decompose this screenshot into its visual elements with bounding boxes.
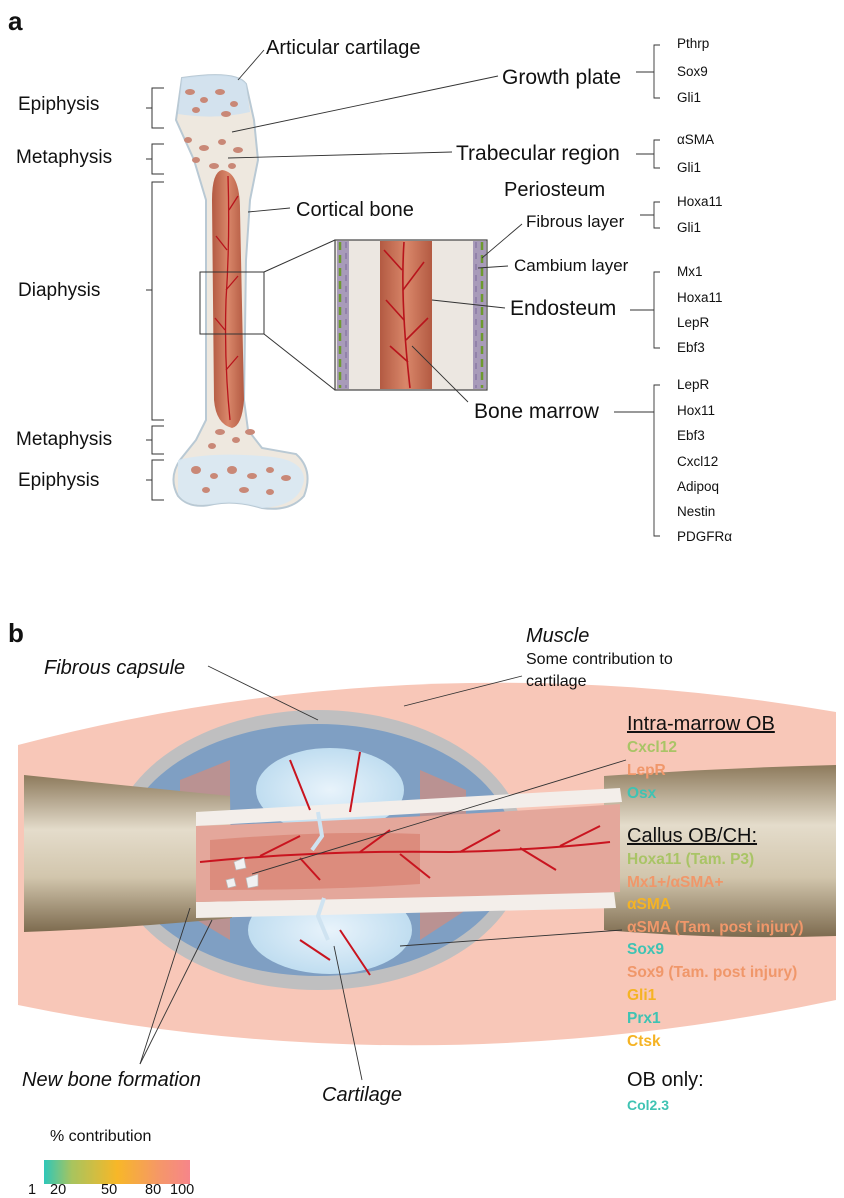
marker-bone-marrow: Nestin [677,505,715,519]
marker-trabecular: αSMA [677,133,714,147]
marker-cambium-layer: Ebf3 [677,341,705,355]
scale-tick-label: 20 [50,1183,66,1198]
long-bone-illustration [173,75,307,509]
lineage-marker: Mx1+/αSMA+ [627,875,724,891]
region-epiphysis-bottom: Epiphysis [18,471,99,490]
marker-bone-marrow: Adipoq [677,480,719,494]
group-title-intra-marrow-ob: Intra-marrow OB [627,714,775,734]
label-periosteum: Periosteum [504,180,605,200]
magnified-cortex-inset [335,240,487,390]
marker-bone-marrow: LepR [677,378,709,392]
scale-tick-label: 1 [28,1183,36,1198]
region-brackets [146,88,164,500]
label-cortical-bone: Cortical bone [296,200,414,220]
scale-tick-label: 50 [101,1183,117,1198]
muscle-note-line-1: Some contribution to [526,652,673,668]
lineage-marker: Col2.3 [627,1098,669,1112]
label-bone-marrow: Bone marrow [474,401,599,422]
marker-bone-marrow: Hox11 [677,404,715,418]
marker-fibrous-layer: Gli1 [677,221,701,235]
label-endosteum: Endosteum [510,298,616,319]
scale-title: % contribution [50,1129,151,1145]
marker-fibrous-layer: Hoxa11 [677,195,723,209]
marker-cambium-layer: Hoxa11 [677,291,723,305]
marker-cambium-layer: LepR [677,316,709,330]
lineage-marker: Cxcl12 [627,740,677,756]
lineage-marker: Ctsk [627,1034,661,1050]
lineage-marker: Osx [627,786,656,802]
lineage-marker: αSMA [627,897,671,913]
marker-growth-plate: Sox9 [677,65,708,79]
marker-bone-marrow: PDGFRα [677,530,732,544]
label-cambium-layer: Cambium layer [514,257,628,274]
label-trabecular-region: Trabecular region [456,143,620,164]
label-fibrous-layer: Fibrous layer [526,213,624,230]
panel-a-label: a [8,8,22,34]
contribution-color-scale [44,1160,190,1184]
scale-tick-label: 80 [145,1183,161,1198]
marker-trabecular: Gli1 [677,161,701,175]
label-muscle: Muscle [526,626,589,646]
marker-bone-marrow: Ebf3 [677,429,705,443]
label-fibrous-capsule: Fibrous capsule [44,658,185,678]
marker-growth-plate: Pthrp [677,37,709,51]
marker-growth-plate: Gli1 [677,91,701,105]
region-epiphysis-top: Epiphysis [18,95,99,114]
marker-bone-marrow: Cxcl12 [677,455,718,469]
panel-b-label: b [8,620,24,646]
lineage-marker: Sox9 (Tam. post injury) [627,965,797,981]
group-title-ob-only: OB only: [627,1070,704,1090]
lineage-marker: Sox9 [627,942,664,958]
lineage-marker: αSMA (Tam. post injury) [627,920,804,936]
region-diaphysis: Diaphysis [18,281,100,300]
lineage-marker: Gli1 [627,988,656,1004]
marker-brackets [614,45,660,536]
scale-tick-label: 100 [170,1183,194,1198]
label-cartilage: Cartilage [322,1085,402,1105]
region-metaphysis-top: Metaphysis [16,148,112,167]
lineage-marker: Hoxa11 (Tam. P3) [627,852,754,868]
label-growth-plate: Growth plate [502,67,621,88]
muscle-note-line-2: cartilage [526,674,586,690]
label-new-bone-formation: New bone formation [22,1070,201,1090]
region-metaphysis-bottom: Metaphysis [16,430,112,449]
marker-cambium-layer: Mx1 [677,265,703,279]
group-title-callus: Callus OB/CH: [627,826,757,846]
label-articular-cartilage: Articular cartilage [266,38,421,58]
lineage-marker: Prx1 [627,1011,661,1027]
lineage-marker: LepR [627,763,666,779]
